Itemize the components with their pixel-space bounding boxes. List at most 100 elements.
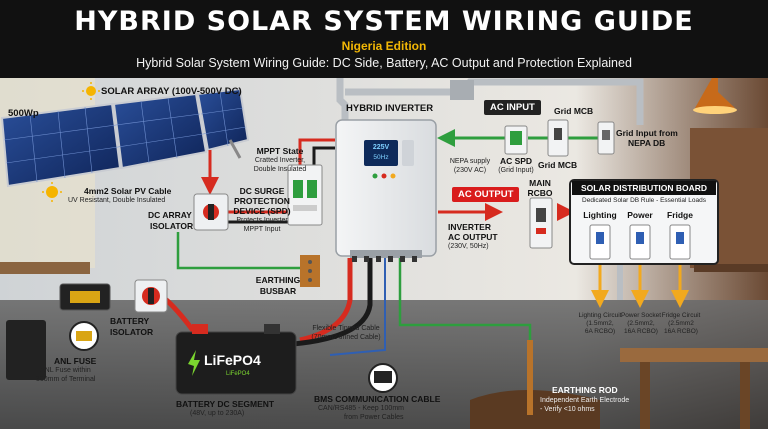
inverter-screen xyxy=(364,140,398,166)
lighting-desc-2: (1.5mm2, xyxy=(586,320,614,327)
anl-fuse-label: ANL FUSE xyxy=(54,356,97,366)
dc-spd-device[interactable] xyxy=(287,164,323,226)
bms-note-2: from Power Cables xyxy=(344,414,404,421)
earthing-busbar xyxy=(300,255,320,287)
lighting-breaker[interactable] xyxy=(589,224,611,260)
inverter-output-label-2: AC OUTPUT xyxy=(448,232,498,242)
lamp-icon xyxy=(695,78,735,108)
db-title: SOLAR DISTRIBUTION BOARD xyxy=(572,181,716,195)
grid-input-label-1: Grid Input from xyxy=(616,128,678,138)
lamp-light xyxy=(693,106,737,114)
main-rcbo[interactable] xyxy=(529,197,553,249)
dc-isolator-label-1: DC ARRAY xyxy=(148,210,192,220)
fridge-breaker[interactable] xyxy=(669,224,691,260)
conduit xyxy=(336,78,349,120)
db-subtitle: Dedicated Solar DB Rule - Essential Load… xyxy=(582,197,706,204)
earth-rod-cable xyxy=(398,258,532,340)
ac-output-badge: AC OUTPUT xyxy=(452,187,520,202)
busbar-label-2: BUSBAR xyxy=(259,286,297,296)
junction-box xyxy=(450,80,474,100)
battery-isolator-label-1: BATTERY xyxy=(110,316,150,326)
battery-isolator-label-2: ISOLATOR xyxy=(110,327,154,337)
header-bar xyxy=(0,0,768,78)
flex-cable-label-2: (70mm2 tinned Cable) xyxy=(311,334,381,341)
db-circuit-power: Power xyxy=(627,210,653,220)
battery-brand: LiFePO4 xyxy=(204,352,261,368)
lightning-icon xyxy=(188,350,200,376)
spd-note-2: MPPT Input xyxy=(243,226,281,233)
inverter-label: HYBRID INVERTER xyxy=(346,103,434,114)
nepa-supply-label-2: (230V AC) xyxy=(453,167,487,174)
grid-mcb-bottom-label: Grid MCB xyxy=(538,160,578,170)
flex-cable-label-1: Flexible Tinned Cable xyxy=(312,325,380,332)
busbar-label-1: EARTHING xyxy=(255,275,301,285)
page-title: HYBRID SOLAR SYSTEM WIRING GUIDE xyxy=(74,6,694,37)
grid-mcb-top-label: Grid MCB xyxy=(554,106,594,116)
rcbo-label-1: MAIN xyxy=(529,178,551,188)
edition-label: Nigeria Edition xyxy=(341,39,427,53)
mppt-line-2: Double Insulated xyxy=(253,166,307,173)
mppt-line-1: Cratted Inverter, xyxy=(254,157,306,164)
spd-label-3: DEVICE (SPD) xyxy=(233,206,291,216)
fridge-desc-3: 16A RCBO) xyxy=(664,328,698,335)
rcbo-label-2: RCBO xyxy=(527,188,553,198)
earth-rod-label: EARTHING ROD xyxy=(552,385,618,395)
spd-label-2: PROTECTION xyxy=(234,196,290,206)
bin-icon xyxy=(6,320,46,380)
inverter-screen-line-2: 50Hz xyxy=(373,154,389,161)
lighting-desc-3: 6A RCBO) xyxy=(584,328,616,335)
anl-fuse[interactable] xyxy=(59,283,111,311)
nepa-supply-label-1: NEPA supply xyxy=(449,158,491,165)
battery-isolator[interactable] xyxy=(134,279,168,313)
pv-cable-label: 4mm2 Solar PV Cable xyxy=(84,186,172,196)
fuse-callout-icon xyxy=(69,321,99,351)
dc-isolator-label-2: ISOLATOR xyxy=(150,221,194,231)
spd-note-1: Protects Inverter xyxy=(236,217,288,224)
workbench-leg xyxy=(740,362,750,429)
ac-spd-label-1: AC SPD xyxy=(499,156,533,166)
grid-mcb-breaker[interactable] xyxy=(547,119,569,157)
shelf xyxy=(0,262,90,274)
sun-icon xyxy=(82,82,100,100)
grid-input-isolator[interactable] xyxy=(597,121,615,155)
earth-rod-note-1: Independent Earth Electrode xyxy=(540,397,630,404)
page-subtitle: Hybrid Solar System Wiring Guide: DC Sid… xyxy=(136,56,632,70)
battery-positive-cable xyxy=(299,258,353,343)
fridge-desc-1: Fridge Circuit xyxy=(661,312,701,319)
battery-segment-note: (48V, up to 230A) xyxy=(190,410,245,417)
ac-spd-device[interactable] xyxy=(504,125,528,155)
spd-to-inverter-cable xyxy=(312,146,335,165)
workbench xyxy=(620,348,768,362)
bms-monitor-icon xyxy=(368,363,398,393)
power-breaker[interactable] xyxy=(629,224,651,260)
earthing-rod xyxy=(470,340,600,429)
power-desc-3: 16A RCBO) xyxy=(624,328,658,335)
fridge-desc-2: (2.5mm2 xyxy=(668,320,694,327)
dc-array-isolator[interactable] xyxy=(193,193,229,231)
earth-cable xyxy=(176,232,305,270)
battery-negative-cable xyxy=(279,258,373,348)
pv-cable-note: UV Resistant, Double Insulated xyxy=(68,197,166,204)
battery xyxy=(175,324,297,395)
anl-fuse-note-1: ANL Fuse within xyxy=(40,367,91,374)
power-desc-1: Power Socket xyxy=(620,312,662,319)
anl-fuse-note-2: 300mm of Terminal xyxy=(36,376,96,383)
sun-icon xyxy=(42,182,62,202)
solar-array-label: SOLAR ARRAY (100V-500V DC) xyxy=(101,86,242,97)
inverter-output-label-3: (230V, 50Hz) xyxy=(448,243,489,250)
spd-label-1: DC SURGE xyxy=(239,186,285,196)
power-desc-2: (2.5mm2, xyxy=(627,320,655,327)
solar-array xyxy=(0,87,250,188)
earth-rod-note-2: - Verify <10 ohms xyxy=(540,406,595,413)
mppt-title: MPPT State xyxy=(256,146,304,156)
battery-segment-label: BATTERY DC SEGMENT xyxy=(176,399,275,409)
grid-input-label-2: NEPA DB xyxy=(628,138,666,148)
ac-input-badge: AC INPUT xyxy=(484,100,541,115)
lighting-desc-1: Lighting Circuit xyxy=(578,312,622,319)
bms-title: BMS COMMUNICATION CABLE xyxy=(314,394,441,404)
wattage-label: 500Wp xyxy=(8,108,39,119)
ac-spd-label-2: (Grid Input) xyxy=(498,167,534,174)
hybrid-inverter xyxy=(335,119,437,262)
shelf-right xyxy=(694,264,768,272)
